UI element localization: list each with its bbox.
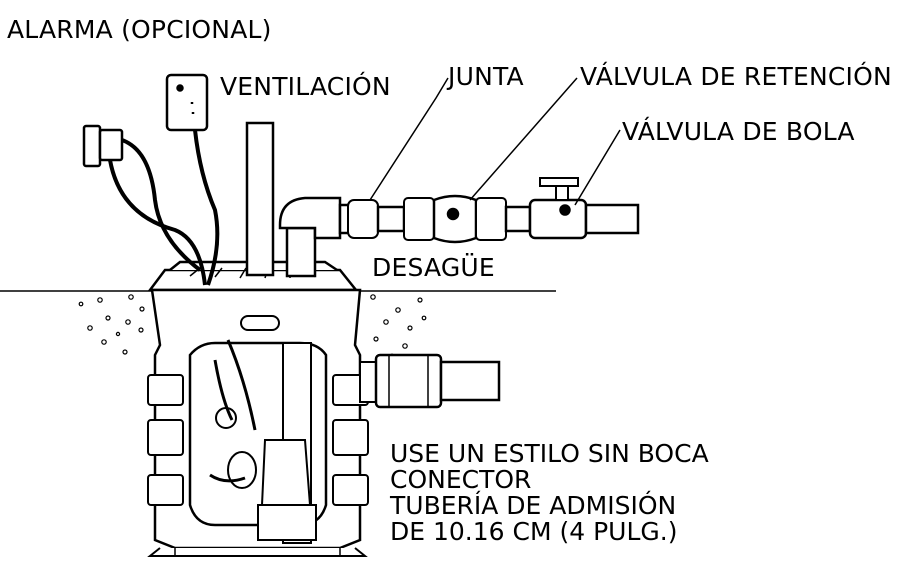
discharge-pipe	[278, 177, 640, 278]
vent-pipe	[245, 121, 275, 277]
inlet-note: USE UN ESTILO SIN BOCA CONECTOR TUBERÍA …	[389, 439, 709, 546]
check-valve-label: VÁLVULA DE RETENCIÓN	[580, 61, 892, 91]
pump	[209, 339, 317, 544]
joint-label: JUNTA	[446, 62, 524, 91]
vent-label: VENTILACIÓN	[220, 71, 391, 101]
electrical-outlet	[82, 124, 124, 168]
ball-valve-label: VÁLVULA DE BOLA	[622, 117, 855, 146]
note-line-4: DE 10.16 CM (4 PULG.)	[390, 517, 677, 546]
note-line-2: CONECTOR	[390, 465, 531, 494]
soil-texture	[78, 294, 427, 359]
note-line-1: USE UN ESTILO SIN BOCA	[390, 439, 709, 468]
discharge-label: DESAGÜE	[372, 253, 495, 282]
note-line-3: TUBERÍA DE ADMISIÓN	[389, 490, 676, 520]
power-cords	[108, 129, 220, 286]
inlet-pipe	[359, 353, 501, 409]
alarm-label: ALARMA (OPCIONAL)	[7, 15, 272, 44]
leader-lines	[369, 77, 621, 206]
alarm-unit	[165, 73, 209, 132]
